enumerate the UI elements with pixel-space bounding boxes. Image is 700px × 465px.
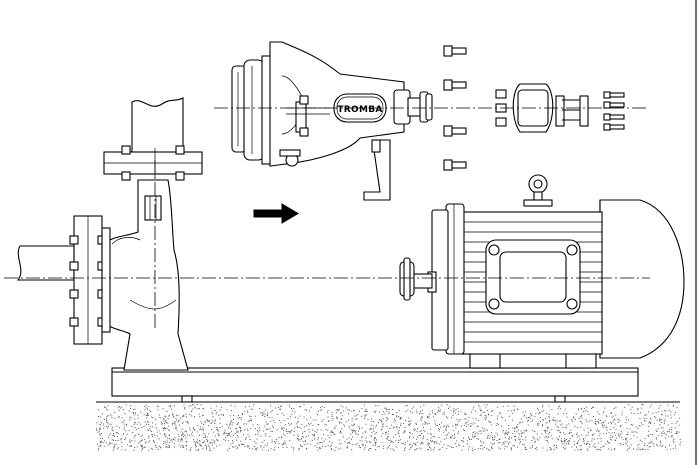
bolt-1 — [443, 45, 467, 57]
pump-casing — [69, 145, 203, 371]
ground-texture — [96, 404, 681, 451]
bolt-4 — [443, 159, 467, 171]
electric-motor — [399, 174, 685, 369]
bolt-3 — [443, 125, 467, 137]
bolt-2 — [443, 79, 467, 91]
baseplate — [111, 367, 639, 403]
pin-set — [603, 91, 625, 131]
coupling-spacer — [555, 95, 589, 127]
brand-logo-text: TROMBA — [337, 105, 382, 115]
suction-pipe — [16, 245, 75, 281]
back-pullout-unit: TROMBA — [231, 41, 433, 201]
ground — [96, 401, 680, 452]
assembly-arrow-icon — [253, 203, 299, 224]
discharge-pipe — [131, 97, 184, 153]
